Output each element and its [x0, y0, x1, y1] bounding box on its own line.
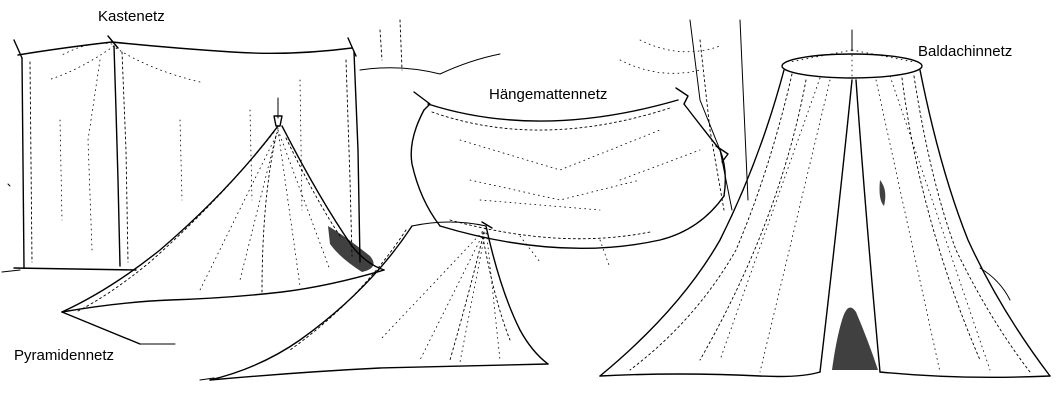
hanging-center-net-drawing: [200, 222, 548, 380]
stray-mark: [8, 184, 10, 186]
hammock-net-drawing: [360, 20, 748, 268]
box-net-drawing: [2, 36, 360, 272]
pyramid-net-drawing: [62, 98, 384, 344]
label-kastenetz: Kastenetz: [98, 9, 165, 24]
label-haengemattennetz: Hängemattennetz: [489, 87, 607, 102]
label-baldachinnetz: Baldachinnetz: [918, 44, 1012, 59]
label-pyramidennetz: Pyramidennetz: [14, 348, 114, 363]
canopy-net-drawing: [600, 30, 1050, 377]
